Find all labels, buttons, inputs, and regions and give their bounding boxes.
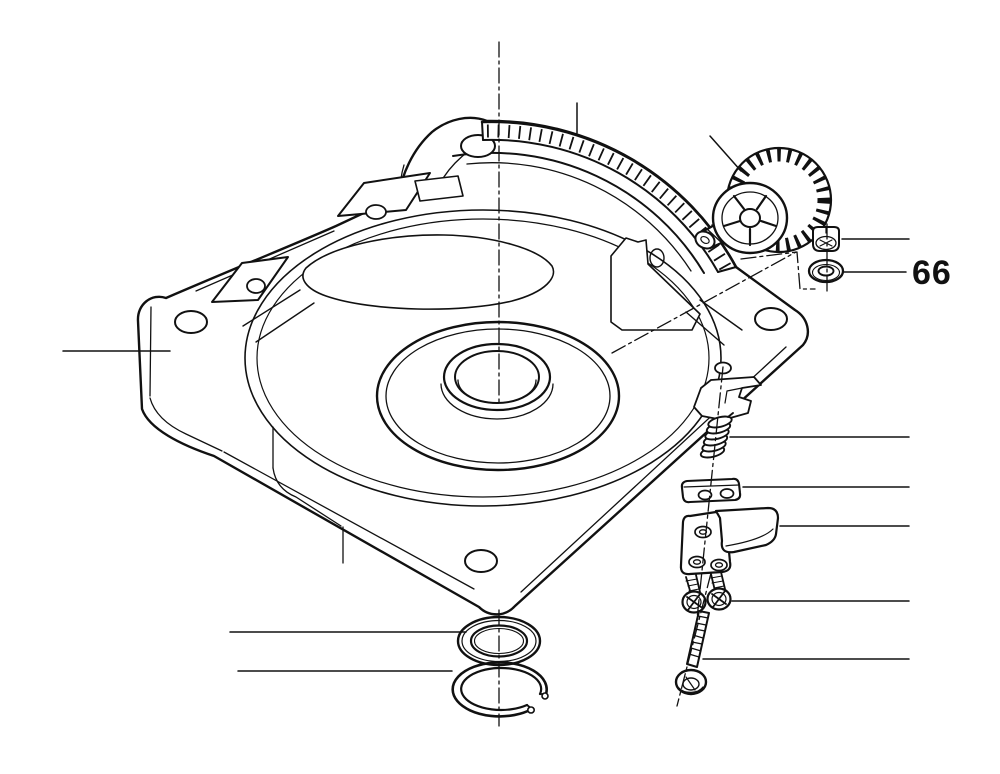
pan-head-screw bbox=[706, 571, 732, 611]
turntable-recess bbox=[244, 209, 722, 507]
centerlines bbox=[498, 41, 828, 727]
pan-head-screws bbox=[681, 571, 732, 614]
corner-hole bbox=[754, 307, 788, 331]
boss-hub bbox=[442, 342, 552, 412]
tab-hole bbox=[246, 278, 266, 294]
pan-head-screw bbox=[681, 574, 707, 614]
corner-hole bbox=[464, 549, 498, 573]
bolt-head bbox=[674, 668, 708, 696]
lever-axis-centerline bbox=[696, 366, 724, 620]
retaining-ring bbox=[451, 661, 549, 718]
lever-hole bbox=[710, 558, 728, 572]
pointer-window bbox=[414, 175, 464, 202]
arc-wall-lines bbox=[452, 151, 705, 274]
projection-line bbox=[740, 251, 816, 290]
lever-hole bbox=[688, 555, 706, 569]
hex-flange-nut bbox=[812, 226, 840, 252]
rib-slot-hole bbox=[649, 248, 665, 268]
center-boss bbox=[375, 320, 621, 472]
knob-spokes bbox=[722, 194, 778, 247]
ring-lug bbox=[541, 692, 549, 700]
adjustment-knob bbox=[694, 146, 833, 255]
rib-pocket-right bbox=[610, 237, 701, 331]
part-number-callout: 66 bbox=[912, 254, 952, 292]
lever-hole bbox=[694, 525, 712, 539]
knob-hub bbox=[739, 208, 761, 228]
corner-hole bbox=[174, 310, 208, 334]
clamp-block bbox=[680, 477, 742, 504]
rib-pocket-left bbox=[302, 234, 555, 310]
leader-lines bbox=[62, 102, 910, 672]
block-hole bbox=[697, 489, 713, 501]
mounting-tab bbox=[211, 256, 289, 303]
bolt-axis-centerline bbox=[676, 572, 712, 707]
socket-head-bolt bbox=[674, 610, 710, 696]
interior-ribs bbox=[242, 234, 743, 346]
ring-lug bbox=[526, 706, 535, 714]
base-casting bbox=[136, 116, 810, 616]
block-hole bbox=[719, 488, 735, 499]
projection-line bbox=[611, 251, 797, 354]
small-flat-washer bbox=[807, 258, 845, 284]
lock-lever bbox=[679, 506, 780, 576]
leader-knob bbox=[709, 135, 742, 172]
lever-cam bbox=[714, 506, 780, 554]
tab-hole bbox=[365, 204, 387, 220]
mounting-tabs bbox=[211, 172, 431, 303]
